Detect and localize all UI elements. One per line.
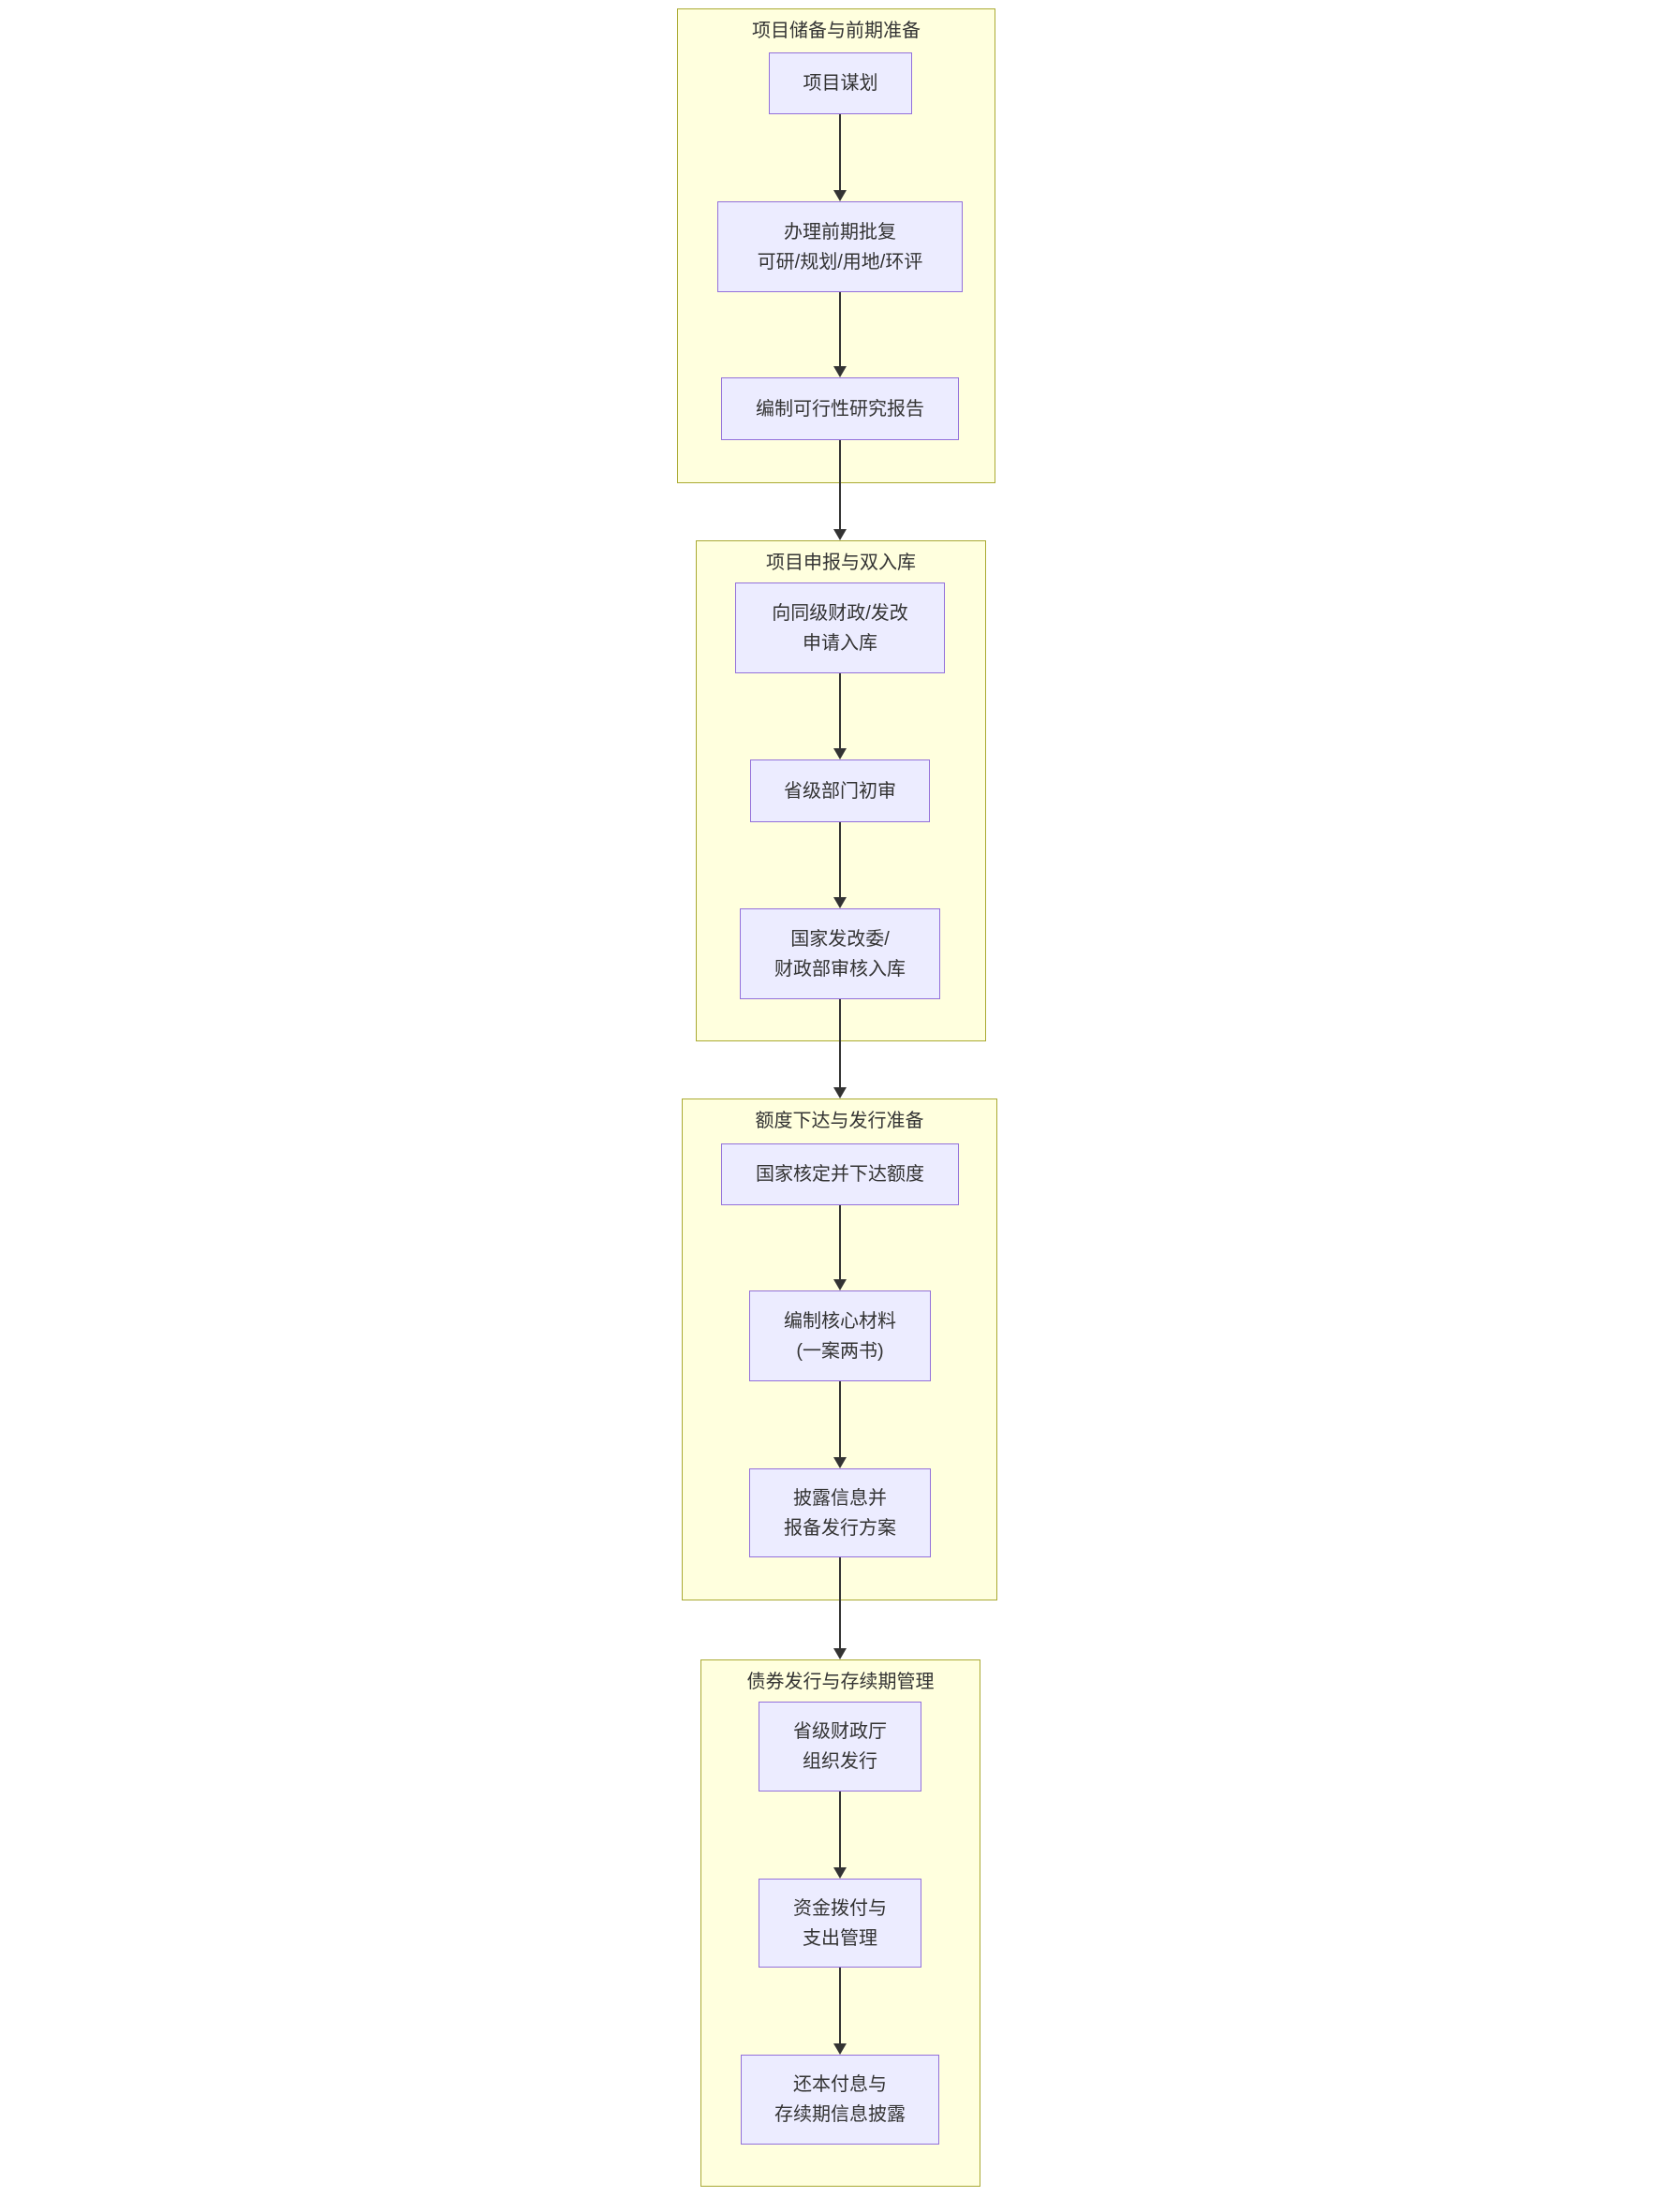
edge-line xyxy=(839,114,841,190)
edge-line xyxy=(839,1792,841,1867)
flow-arrow xyxy=(833,114,847,201)
node-label: 披露信息并 xyxy=(793,1487,887,1509)
node-national-review: 国家发改委/ 财政部审核入库 xyxy=(740,908,940,999)
arrowhead-down-icon xyxy=(833,1648,847,1659)
edge-line xyxy=(839,999,841,1087)
node-label: 存续期信息披露 xyxy=(774,2104,906,2125)
node-label: 申请入库 xyxy=(803,632,877,654)
node-label: 国家发改委/ xyxy=(790,928,890,950)
node-bond-issuance: 省级财政厅 组织发行 xyxy=(759,1702,921,1792)
arrowhead-down-icon xyxy=(833,1279,847,1290)
flow-arrow xyxy=(833,1205,847,1290)
node-core-materials: 编制核心材料 (一案两书) xyxy=(749,1290,931,1381)
node-label: 编制可行性研究报告 xyxy=(756,398,924,420)
flow-arrow xyxy=(833,1968,847,2055)
node-label: 报备发行方案 xyxy=(784,1517,896,1539)
arrowhead-down-icon xyxy=(833,2043,847,2055)
node-label: (一案两书) xyxy=(796,1340,884,1362)
node-label: 可研/规划/用地/环评 xyxy=(757,251,923,273)
cluster-title: 项目储备与前期准备 xyxy=(752,21,921,41)
edge-line xyxy=(839,1381,841,1457)
arrowhead-down-icon xyxy=(833,529,847,540)
arrowhead-down-icon xyxy=(833,748,847,759)
node-label: 省级部门初审 xyxy=(784,780,896,802)
node-label: 财政部审核入库 xyxy=(774,958,906,980)
flow-arrow xyxy=(833,440,847,540)
flow-arrow xyxy=(833,1557,847,1659)
edge-line xyxy=(839,292,841,366)
node-preliminary-approvals: 办理前期批复 可研/规划/用地/环评 xyxy=(717,201,963,292)
flow-arrow xyxy=(833,673,847,759)
node-label: 还本付息与 xyxy=(793,2074,887,2095)
edge-line xyxy=(839,1205,841,1279)
node-label: 编制核心材料 xyxy=(784,1310,896,1332)
node-label: 组织发行 xyxy=(803,1751,877,1772)
node-label: 项目谋划 xyxy=(803,73,878,94)
flow-arrow xyxy=(833,999,847,1098)
arrowhead-down-icon xyxy=(833,1087,847,1098)
arrowhead-down-icon xyxy=(833,190,847,201)
node-disclosure-filing: 披露信息并 报备发行方案 xyxy=(749,1468,931,1557)
node-quota-issued: 国家核定并下达额度 xyxy=(721,1143,959,1205)
edge-line xyxy=(839,1968,841,2043)
node-label: 办理前期批复 xyxy=(784,221,896,243)
arrowhead-down-icon xyxy=(833,366,847,377)
flow-arrow xyxy=(833,1381,847,1468)
node-feasibility-report: 编制可行性研究报告 xyxy=(721,377,959,440)
node-provincial-review: 省级部门初审 xyxy=(750,759,930,822)
node-debt-service-disclosure: 还本付息与 存续期信息披露 xyxy=(741,2055,939,2145)
node-label: 支出管理 xyxy=(803,1927,877,1949)
flow-arrow xyxy=(833,292,847,377)
cluster-title: 债券发行与存续期管理 xyxy=(746,1672,935,1692)
edge-line xyxy=(839,1557,841,1648)
edge-line xyxy=(839,440,841,529)
arrowhead-down-icon xyxy=(833,1867,847,1879)
cluster-title: 项目申报与双入库 xyxy=(766,553,916,573)
cluster-title: 额度下达与发行准备 xyxy=(755,1111,924,1131)
node-fund-allocation: 资金拨付与 支出管理 xyxy=(759,1879,921,1968)
node-label: 国家核定并下达额度 xyxy=(756,1164,924,1185)
arrowhead-down-icon xyxy=(833,897,847,908)
node-project-planning: 项目谋划 xyxy=(769,52,912,114)
edge-line xyxy=(839,822,841,897)
node-label: 资金拨付与 xyxy=(793,1897,887,1919)
node-label: 省级财政厅 xyxy=(793,1721,887,1742)
arrowhead-down-icon xyxy=(833,1457,847,1468)
node-label: 向同级财政/发改 xyxy=(772,602,908,624)
flow-arrow xyxy=(833,1792,847,1879)
edge-line xyxy=(839,673,841,748)
flow-arrow xyxy=(833,822,847,908)
node-apply-warehousing: 向同级财政/发改 申请入库 xyxy=(735,582,945,673)
